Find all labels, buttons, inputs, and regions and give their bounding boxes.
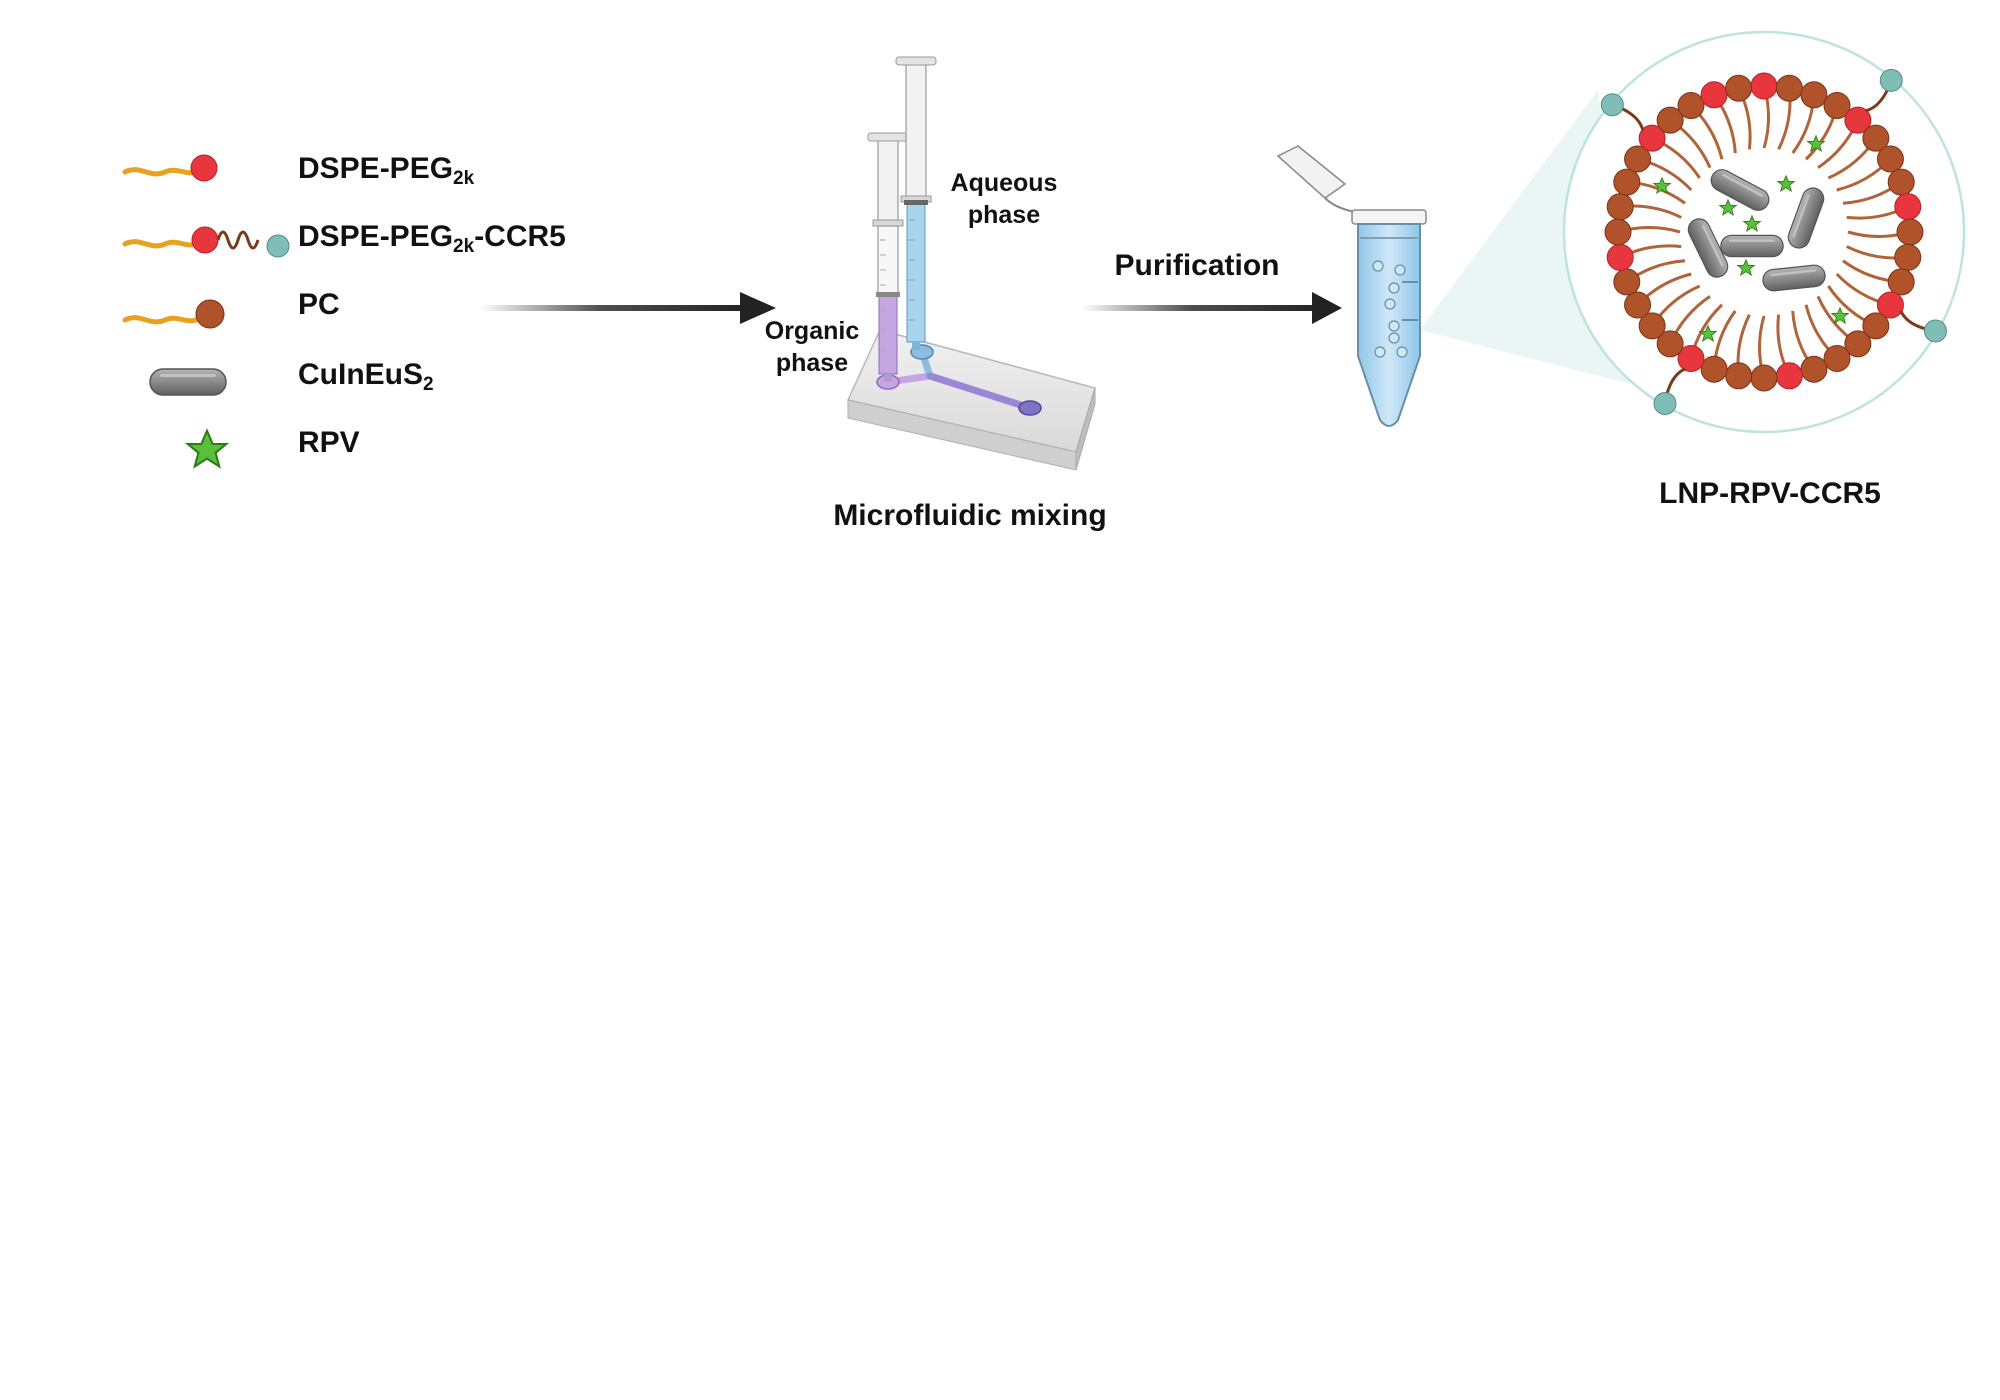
legend-item-rpv: RPV xyxy=(186,426,360,468)
lnp-nanoparticle: LNP-RPV-CCR5 xyxy=(1562,30,1966,510)
pc-head xyxy=(1823,344,1851,372)
ccr5-ligand xyxy=(1923,319,1947,343)
pc-head xyxy=(1896,218,1924,246)
pc-head xyxy=(1700,355,1728,383)
aqueous-phase-label-line1: Aqueous xyxy=(951,169,1058,197)
legend-label-pc: PC xyxy=(298,288,340,321)
legend-item-pc: PC xyxy=(122,288,340,329)
arrow-to-purification: Purification xyxy=(1082,249,1342,324)
lipid-red-head-ccr5-icon xyxy=(122,226,290,258)
ccr5-ligand xyxy=(1600,93,1624,117)
pc-head xyxy=(1624,145,1652,173)
lnp-caption: LNP-RPV-CCR5 xyxy=(1659,477,1881,510)
microfluidic-mixing-caption: Microfluidic mixing xyxy=(833,499,1106,532)
dspe-peg-head xyxy=(1894,193,1922,221)
legend-item-dspe-peg-ccr5: DSPE-PEG2k-CCR5 xyxy=(122,220,566,258)
pc-head xyxy=(1844,330,1872,358)
arrow-to-mixing xyxy=(480,292,776,324)
dspe-peg-head xyxy=(1677,344,1705,372)
pc-head xyxy=(1624,291,1652,319)
microfluidic-chip xyxy=(846,329,1096,471)
pc-head xyxy=(1677,92,1705,120)
microfluidic-device: Aqueous phase Organic phase Microfluidic… xyxy=(765,56,1107,532)
pc-head xyxy=(1823,92,1851,120)
pc-head xyxy=(1887,168,1915,196)
pc-head xyxy=(1613,168,1641,196)
legend-label-quantum-rod: CuInEuS2 xyxy=(298,358,434,395)
pc-head xyxy=(1775,74,1803,102)
green-star-icon xyxy=(186,429,228,468)
dspe-peg-head xyxy=(1775,362,1803,390)
pc-head xyxy=(1862,124,1890,152)
pc-head xyxy=(1894,243,1922,271)
dspe-peg-head xyxy=(1844,106,1872,134)
pc-head xyxy=(1800,81,1828,109)
pc-head xyxy=(1862,312,1890,340)
pc-head xyxy=(1604,218,1632,246)
ccr5-ligand xyxy=(1879,68,1903,92)
legend-label-rpv: RPV xyxy=(298,426,360,459)
nanorod-icon xyxy=(149,368,227,396)
purification-label: Purification xyxy=(1114,249,1279,282)
organic-phase-label-line1: Organic xyxy=(765,317,860,345)
pc-head xyxy=(1606,193,1634,221)
lipid-brown-head-icon xyxy=(122,299,225,329)
lipid-red-head-icon xyxy=(122,154,218,182)
pc-head xyxy=(1750,364,1778,392)
legend-item-quantum-rod: CuInEuS2 xyxy=(149,358,434,396)
lipid-shell xyxy=(1600,68,1947,415)
pc-head xyxy=(1725,362,1753,390)
legend-item-dspe-peg: DSPE-PEG2k xyxy=(122,152,475,189)
legend-label-dspe-peg: DSPE-PEG2k xyxy=(298,152,475,189)
pc-head xyxy=(1887,268,1915,296)
aqueous-phase-label-line2: phase xyxy=(968,201,1040,229)
legend: DSPE-PEG2k DSPE-PEG2k-CCR5 PC xyxy=(122,152,566,468)
pc-head xyxy=(1725,74,1753,102)
dspe-peg-head xyxy=(1750,72,1778,100)
organic-syringe xyxy=(867,132,909,382)
legend-label-dspe-peg-ccr5: DSPE-PEG2k-CCR5 xyxy=(298,220,566,257)
tube-lid xyxy=(1276,145,1356,213)
pc-head xyxy=(1613,268,1641,296)
dspe-peg-head xyxy=(1876,291,1904,319)
pc-head xyxy=(1656,330,1684,358)
dspe-peg-head xyxy=(1638,124,1666,152)
organic-phase-label-line2: phase xyxy=(776,349,848,377)
dspe-peg-head xyxy=(1606,243,1634,271)
pc-head xyxy=(1638,312,1666,340)
dspe-peg-head xyxy=(1700,81,1728,109)
aqueous-syringe xyxy=(895,56,937,350)
ccr5-ligand xyxy=(1653,391,1677,415)
pc-head xyxy=(1656,106,1684,134)
pc-head xyxy=(1876,145,1904,173)
pc-head xyxy=(1800,355,1828,383)
